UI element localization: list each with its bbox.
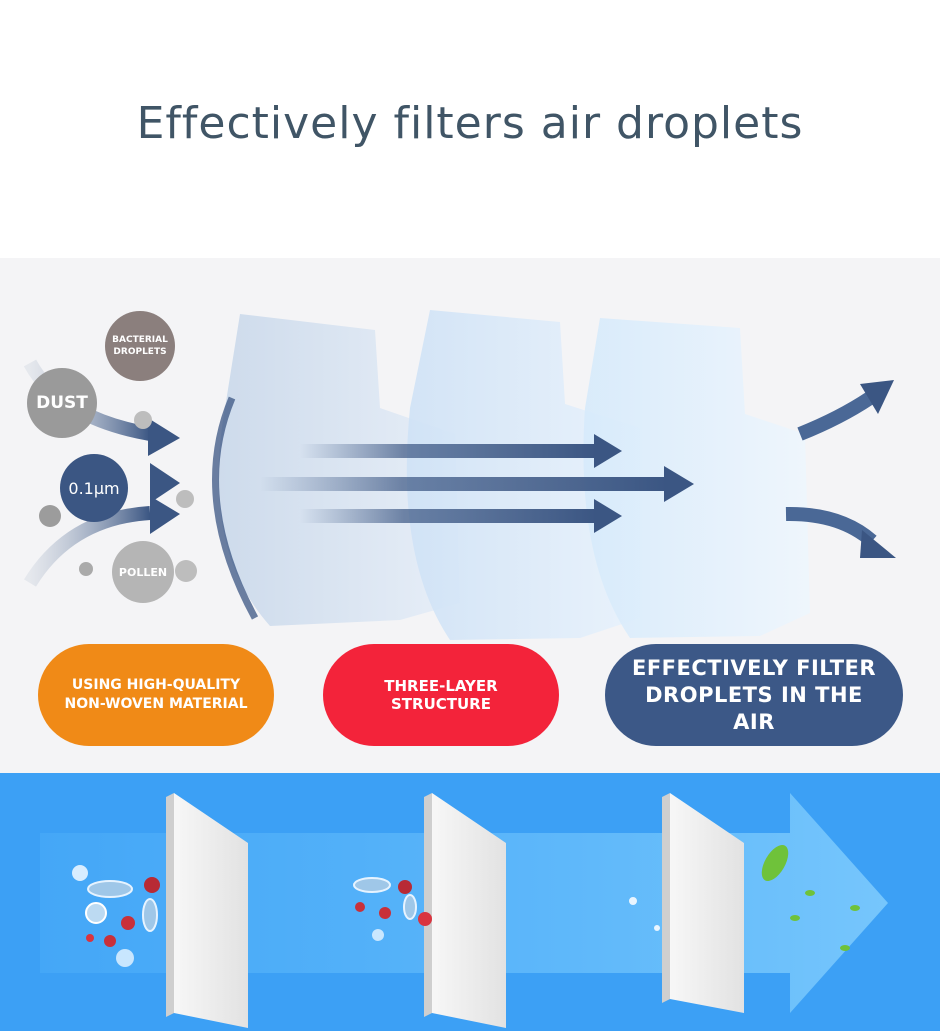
mask-layer-2 (406, 310, 640, 640)
outgoing-arrowhead-top (860, 380, 894, 414)
particle-size-label: 0.1μm (60, 454, 128, 522)
feature-badge-structure: THREE-LAYER STRUCTURE (323, 644, 559, 746)
bacterial-droplets-particle: BACTERIAL DROPLETS (105, 311, 175, 381)
leaf-icon (805, 890, 815, 896)
mask-layer-1-edge (212, 396, 259, 620)
outgoing-arrow-top (797, 392, 874, 441)
filter-layers-graphic (40, 793, 888, 1028)
leaf-icon (790, 915, 800, 921)
dust-dot (176, 490, 194, 508)
dust-dot (79, 562, 93, 576)
filter-sheet-1 (166, 793, 248, 1028)
filter-sheet-2 (424, 793, 506, 1028)
leaf-icon (840, 945, 850, 951)
incoming-arrowhead-top (148, 418, 180, 456)
through-arrow-top-shaft (300, 444, 596, 458)
outgoing-arrowhead-bottom (860, 530, 896, 558)
leaf-icon (850, 905, 860, 911)
leaf-icon (761, 844, 789, 882)
through-arrow-middle-shaft (260, 477, 666, 491)
page-title: Effectively filters air droplets (136, 98, 804, 149)
feature-badge-material: USING HIGH-QUALITY NON-WOVEN MATERIAL (38, 644, 274, 746)
through-arrow-middle-head (664, 466, 694, 502)
mask-layer-1 (218, 314, 460, 626)
dust-dot (39, 505, 61, 527)
through-arrow-top-head (594, 434, 622, 468)
incoming-arrowhead-bottom (150, 496, 180, 534)
pollutant-cluster-1 (72, 865, 160, 967)
filter-diagram-panel: BACTERIAL DROPLETS DUST 0.1μm POLLEN USI… (0, 258, 940, 773)
dust-dot (134, 411, 152, 429)
dust-particle: DUST (27, 368, 97, 438)
pollen-particle: POLLEN (112, 541, 174, 603)
feature-badge-effect: EFFECTIVELY FILTER DROPLETS IN THE AIR (605, 644, 903, 746)
filter-sheet-3 (662, 793, 744, 1013)
through-arrow-bottom-shaft (300, 509, 596, 523)
remaining-speck (654, 925, 660, 931)
title-band: Effectively filters air droplets (0, 0, 940, 258)
incoming-arrowhead-middle (150, 463, 180, 503)
remaining-speck (629, 897, 637, 905)
filter-layers-band (0, 773, 940, 1031)
pollutant-cluster-2 (353, 877, 432, 941)
dust-dot (175, 560, 197, 582)
filter-diagram-graphic (0, 310, 896, 640)
mask-layer-3 (583, 318, 810, 638)
through-arrow-bottom-head (594, 499, 622, 533)
incoming-arrow-bottom (24, 506, 151, 587)
